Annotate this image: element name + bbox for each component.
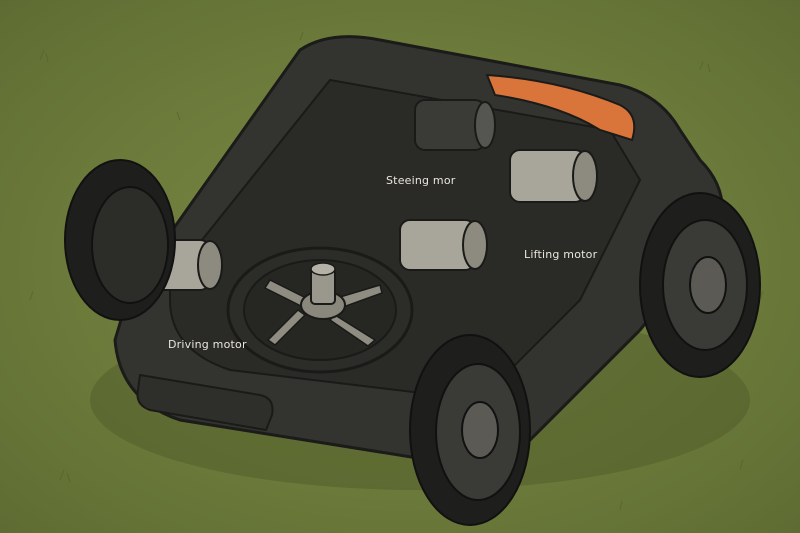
grass-texture xyxy=(29,31,764,511)
driving-motor-label: Driving motor xyxy=(168,338,247,351)
bumper xyxy=(136,373,274,432)
wheels xyxy=(64,159,761,526)
steering-motor-label: Steeing mor xyxy=(386,174,456,187)
lifting-motor-label: Lifting motor xyxy=(524,248,598,261)
orange-accent xyxy=(485,73,636,142)
